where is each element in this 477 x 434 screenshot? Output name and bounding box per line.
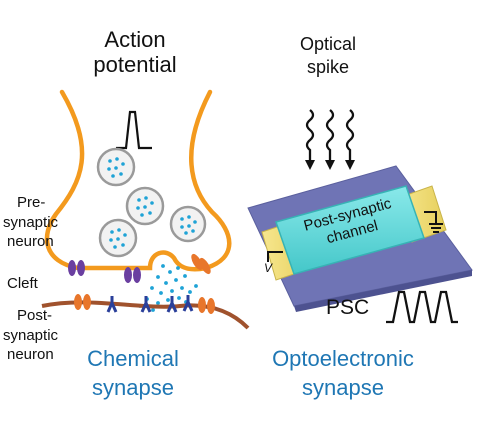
optical-spike-title-line2: spike bbox=[306, 57, 350, 78]
receptor-icon bbox=[106, 295, 194, 313]
chemical-synapse-caption: Chemical synapse bbox=[68, 345, 198, 402]
voltage-symbol: V bbox=[263, 261, 272, 275]
ion-channel-icon bbox=[198, 297, 215, 314]
chemical-caption-line1: Chemical bbox=[87, 346, 179, 371]
presynaptic-membrane bbox=[44, 89, 232, 272]
optical-spike-title: Optical spike bbox=[278, 33, 378, 80]
postsynaptic-neuron-label: Post- synaptic neuron bbox=[0, 306, 70, 365]
ion-channel-icon bbox=[68, 260, 85, 276]
ion-channel-icon bbox=[124, 267, 141, 283]
cleft-text: Cleft bbox=[7, 275, 38, 292]
action-potential-pulse-icon bbox=[116, 110, 152, 150]
psc-text: PSC bbox=[326, 296, 370, 319]
optical-spike-title-line1: Optical bbox=[299, 34, 357, 54]
optical-spike-arrows-icon bbox=[305, 109, 355, 162]
ion-channel-icon bbox=[191, 253, 211, 275]
voltage-label: V bbox=[262, 261, 274, 276]
presynaptic-neuron-label: Pre- synaptic neuron bbox=[0, 193, 60, 252]
optoelectronic-caption-line1: Optoelectronic bbox=[272, 346, 414, 371]
cleft-label: Cleft bbox=[7, 275, 57, 292]
presynaptic-label-line2: synaptic bbox=[3, 213, 59, 231]
post-synaptic-channel bbox=[275, 185, 425, 275]
presynaptic-label-line3: neuron bbox=[7, 233, 54, 250]
psc-label: PSC bbox=[326, 296, 382, 320]
psc-pulses-icon bbox=[386, 290, 458, 324]
postsynaptic-label-line2: synaptic bbox=[3, 326, 59, 344]
action-potential-title-line1: Action bbox=[104, 27, 166, 52]
ion-channel-icon bbox=[74, 294, 91, 310]
vesicle bbox=[96, 147, 136, 187]
substrate-edge bbox=[294, 270, 472, 312]
presynaptic-label-line1: Pre- bbox=[17, 194, 46, 211]
vesicle bbox=[169, 205, 207, 243]
optoelectronic-synapse-caption: Optoelectronic synapse bbox=[258, 345, 428, 402]
action-potential-title-line2: potential bbox=[93, 52, 177, 78]
vesicle bbox=[125, 186, 165, 226]
ground-icon bbox=[424, 211, 443, 233]
voltage-terminal-icon bbox=[267, 251, 283, 262]
optoelectronic-caption-line2: synapse bbox=[302, 374, 384, 400]
chemical-caption-line2: synapse bbox=[92, 374, 174, 400]
vesicle bbox=[98, 218, 138, 258]
arrowhead-icon bbox=[305, 160, 355, 170]
postsynaptic-label-line1: Post- bbox=[17, 307, 53, 324]
postsynaptic-label-line3: neuron bbox=[7, 346, 54, 363]
action-potential-title: Action potential bbox=[70, 27, 200, 78]
